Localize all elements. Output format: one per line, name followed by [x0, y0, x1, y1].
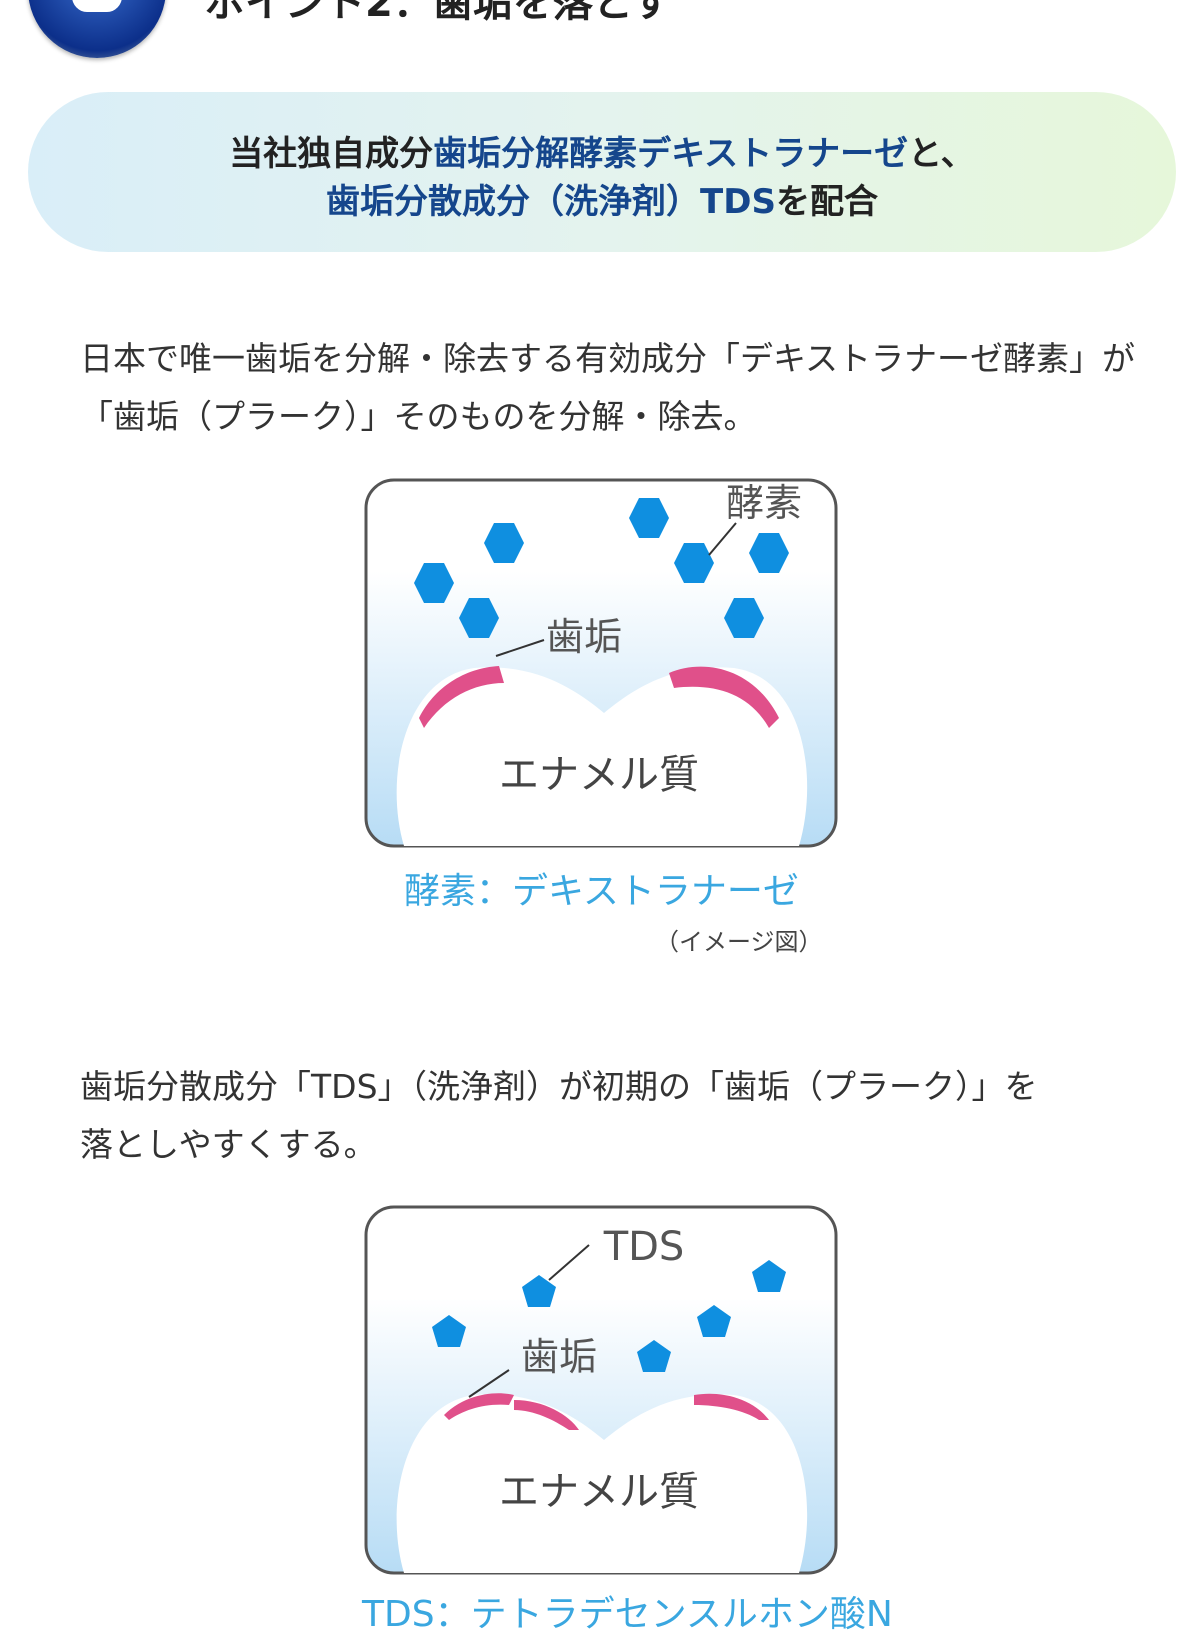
- enamel-label: エナメル質: [499, 1469, 699, 1515]
- section2-text: 歯垢分散成分「TDS」（洗浄剤）が初期の「歯垢（プラーク）」を落としやすくする。: [80, 1067, 1038, 1164]
- figure2-caption: TDS：テトラデセンスルホン酸N: [362, 1594, 893, 1635]
- tds-illustration: TDS 歯垢 エナメル質: [364, 1205, 838, 1575]
- plaque-label: 歯垢: [546, 615, 622, 659]
- page-title: ポイント2：歯垢を落とす: [205, 0, 672, 26]
- enzyme-particles: [414, 498, 789, 638]
- enzyme-illustration: 酵素 歯垢 エナメル質: [364, 478, 838, 848]
- enzyme-label: 酵素: [726, 481, 802, 525]
- plaque-label: 歯垢: [521, 1335, 597, 1379]
- banner-text: を配合: [775, 182, 878, 222]
- banner-text: と、: [908, 134, 975, 174]
- tooth-mascot-logo: [28, 0, 166, 58]
- figure-note: （イメージ図）: [655, 928, 823, 956]
- banner-highlight: 歯垢分散成分（洗浄剤）TDS: [326, 182, 776, 222]
- enamel-label: エナメル質: [499, 752, 699, 798]
- banner-text: 当社独自成分: [229, 134, 434, 174]
- section1-text: 日本で唯一歯垢を分解・除去する有効成分「デキストラナーゼ酵素」が「歯垢（プラーク…: [80, 339, 1136, 436]
- tds-label: TDS: [603, 1224, 685, 1270]
- banner-highlight: 歯垢分解酵素デキストラナーゼ: [433, 134, 909, 174]
- tds-particles: [432, 1260, 786, 1372]
- highlight-banner: 当社独自成分歯垢分解酵素デキストラナーゼと、 歯垢分散成分（洗浄剤）TDSを配合: [28, 92, 1176, 252]
- figure1-caption: 酵素：デキストラナーゼ: [404, 871, 799, 912]
